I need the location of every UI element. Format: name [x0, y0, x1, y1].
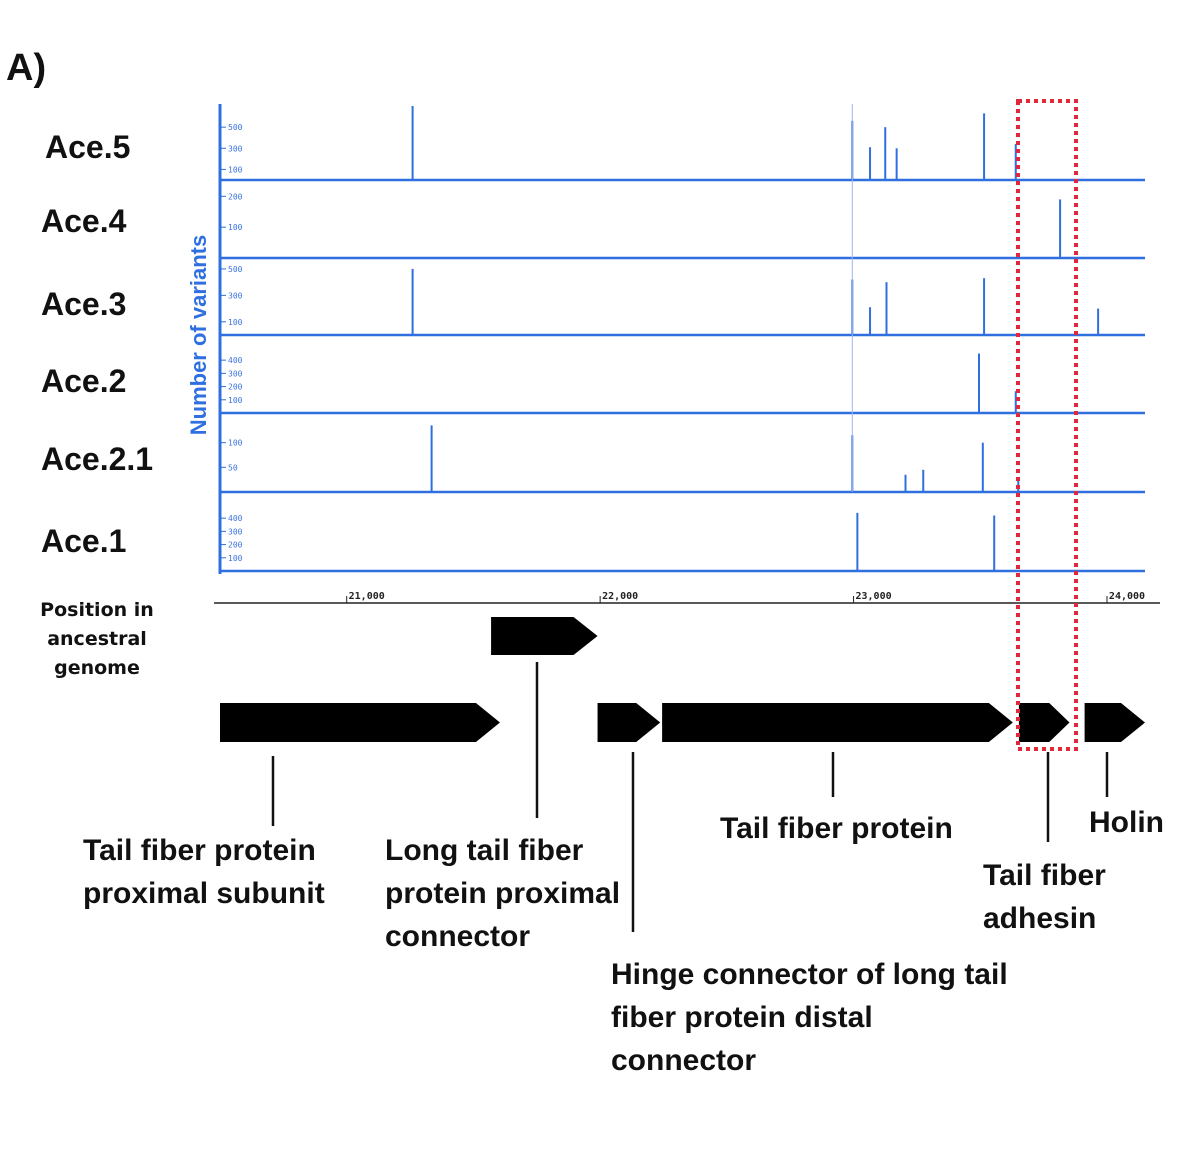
gene-label-line: Tail fiber — [983, 859, 1106, 892]
gene-label-line: connector — [611, 1044, 756, 1077]
gene-arrow — [1018, 703, 1070, 742]
y-tick-label: 300 — [228, 291, 243, 300]
track-label: Ace.1 — [41, 523, 126, 559]
x-tick-label: 24,000 — [1109, 591, 1145, 602]
gene-label: Long tail fiber protein proximal connector — [385, 834, 620, 953]
variant-tracks: 100 300 500 100 200 100 300 500 100 200 300 400 50 10… — [218, 104, 1145, 574]
x-axis-label: Position in ancestral genome — [40, 599, 154, 679]
gene-label-line: proximal subunit — [83, 877, 325, 910]
gene-label-line: Holin — [1089, 806, 1164, 839]
track-ace-2: 100 200 300 400 — [220, 353, 1145, 415]
gene-label: Tail fiber protein — [720, 812, 953, 845]
y-tick-label: 400 — [228, 514, 243, 523]
x-tick-label: 23,000 — [855, 591, 891, 602]
gene-arrow — [1084, 703, 1145, 742]
track-label: Ace.3 — [41, 286, 126, 322]
y-tick-label: 300 — [228, 144, 243, 153]
track-ace-4: 100 200 — [220, 192, 1145, 260]
gene-label: Tail fiber adhesin — [983, 859, 1106, 935]
gene-labels: Tail fiber protein proximal subunit Long t… — [83, 662, 1164, 1077]
track-ace-5: 100 300 500 — [220, 106, 1145, 182]
track-label: Ace.2.1 — [41, 441, 153, 477]
y-tick-label: 100 — [228, 165, 243, 174]
y-tick-label: 200 — [228, 541, 243, 550]
gene-label-line: connector — [385, 920, 530, 953]
gene-arrow — [491, 617, 598, 655]
y-tick-label: 200 — [228, 383, 243, 392]
track-ace-3: 100 300 500 — [220, 265, 1145, 337]
y-axis-label: Number of variants — [186, 235, 211, 436]
gene-label-line: Tail fiber protein — [720, 812, 953, 845]
y-tick-label: 100 — [228, 439, 243, 448]
track-label: Ace.4 — [41, 203, 127, 239]
y-tick-label: 500 — [228, 265, 243, 274]
y-tick-label: 500 — [228, 123, 243, 132]
gene-label-line: Tail fiber protein — [83, 834, 316, 867]
gene-map — [220, 617, 1145, 742]
panel-label: A) — [6, 47, 46, 89]
gene-arrow — [597, 703, 661, 742]
track-label: Ace.2 — [41, 363, 126, 399]
y-tick-label: 100 — [228, 318, 243, 327]
y-tick-label: 400 — [228, 356, 243, 365]
x-tick-label: 21,000 — [349, 591, 385, 602]
highlight-box — [1016, 99, 1078, 751]
gene-label: Tail fiber protein proximal subunit — [83, 834, 325, 910]
y-tick-label: 300 — [228, 527, 243, 536]
gene-label: Hinge connector of long tail fiber protei… — [611, 958, 1008, 1077]
y-tick-label: 50 — [228, 463, 238, 472]
gene-label-line: fiber protein distal — [611, 1001, 873, 1034]
y-tick-label: 200 — [228, 192, 243, 201]
x-axis-label-line: genome — [54, 657, 140, 679]
y-tick-label: 300 — [228, 369, 243, 378]
gene-arrow — [220, 703, 500, 742]
y-tick-label: 100 — [228, 554, 243, 563]
y-tick-label: 100 — [228, 223, 243, 232]
track-ace-1: 100 200 300 400 — [220, 512, 1145, 573]
gene-label: Holin — [1089, 806, 1164, 839]
track-ace-2-1: 50 100 — [220, 425, 1145, 494]
x-tick-label: 22,000 — [602, 591, 638, 602]
gene-label-line: Long tail fiber — [385, 834, 584, 867]
x-axis: 21,000 22,000 23,000 24,000 — [214, 591, 1160, 604]
gene-label-line: Hinge connector of long tail — [611, 958, 1008, 991]
y-tick-label: 100 — [228, 396, 243, 405]
gene-label-line: protein proximal — [385, 877, 620, 910]
x-axis-label-line: ancestral — [47, 628, 147, 650]
x-axis-label-line: Position in — [40, 599, 154, 621]
gene-label-line: adhesin — [983, 902, 1096, 935]
track-label: Ace.5 — [45, 129, 130, 165]
gene-arrow — [662, 703, 1013, 742]
